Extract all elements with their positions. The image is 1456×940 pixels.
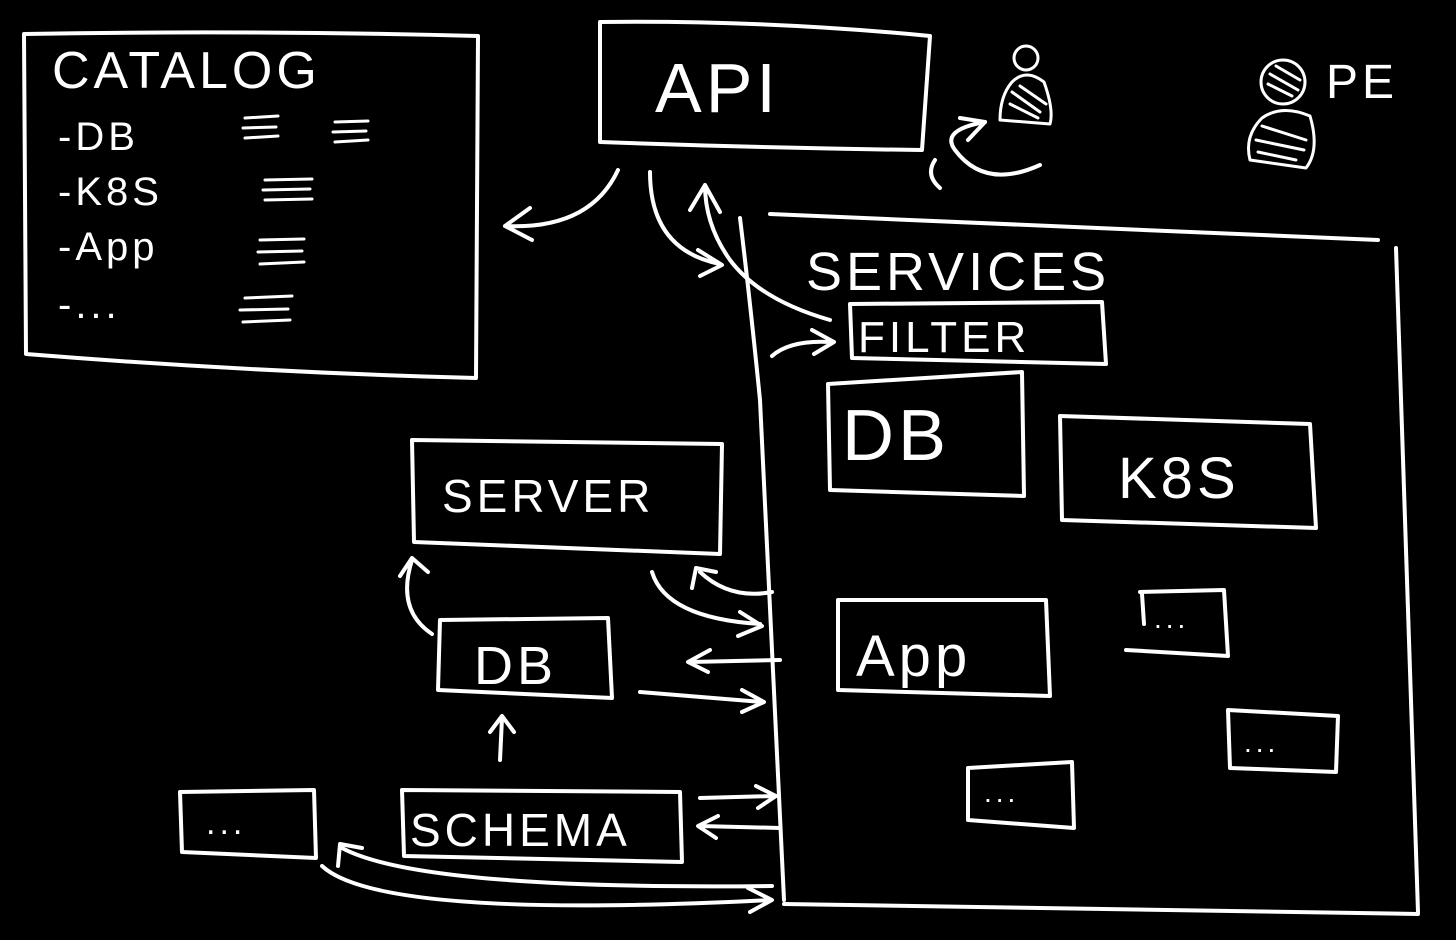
- db-to-server-arrow: [398, 556, 434, 636]
- db-services-arrows: [638, 648, 782, 714]
- user-api-loop-arrow: [929, 120, 1042, 190]
- catalog-item-app: -App: [58, 225, 159, 269]
- filter-to-api-arrow: [688, 183, 832, 322]
- services-app-label: App: [856, 624, 971, 689]
- api-label: API: [655, 49, 780, 127]
- user-api-loop-arrowhead: [958, 116, 987, 142]
- schema-label: SCHEMA: [410, 804, 631, 856]
- filter-label: FILTER: [858, 313, 1030, 362]
- filter-box: FILTER: [848, 300, 1108, 366]
- services-more-label-2: ...: [1244, 727, 1279, 758]
- schema-box: SCHEMA: [400, 788, 684, 864]
- services-more-box-3: ...: [966, 760, 1076, 830]
- api-to-services-arrow: [648, 170, 724, 278]
- services-more-box-2: ...: [1226, 708, 1340, 774]
- services-app-box: App: [836, 598, 1052, 698]
- catalog-item-more: -...: [58, 283, 121, 327]
- services-more-label-3: ...: [984, 777, 1019, 808]
- schema-to-db-arrow: [488, 714, 516, 762]
- user-icon: [998, 44, 1053, 126]
- services-title: SERVICES: [806, 242, 1110, 302]
- services-k8s-box: K8S: [1058, 414, 1318, 530]
- server-services-arrows: [650, 566, 774, 638]
- api-to-catalog-arrow: [503, 168, 620, 242]
- local-db-label: DB: [474, 636, 557, 696]
- services-db-box: DB: [826, 370, 1026, 498]
- misc-services-arrows: [320, 842, 774, 914]
- services-db-label: DB: [842, 396, 950, 476]
- persona-label: PE: [1326, 56, 1398, 109]
- catalog-item-db: -DB: [58, 115, 139, 159]
- services-more-box-1: ...: [1124, 588, 1230, 658]
- arrow-into-filter: [770, 328, 836, 358]
- server-label: SERVER: [442, 470, 654, 522]
- misc-label: ...: [206, 804, 246, 842]
- catalog-title: CATALOG: [52, 42, 321, 100]
- catalog-box: CATALOG -DB -K8S -App -...: [22, 30, 480, 380]
- catalog-item-k8s: -K8S: [58, 170, 163, 214]
- server-box: SERVER: [410, 438, 724, 556]
- persona-icon: [1247, 58, 1316, 170]
- catalog-detail-scribbles: [238, 114, 370, 324]
- misc-box: ...: [178, 788, 318, 860]
- local-db-box: DB: [436, 616, 614, 700]
- schema-services-arrows: [696, 784, 782, 840]
- services-more-label-1: ...: [1154, 603, 1189, 634]
- api-box: API: [598, 19, 932, 152]
- services-box: SERVICES FILTER DB K8S App ... ...: [738, 212, 1420, 916]
- services-k8s-label: K8S: [1118, 446, 1240, 511]
